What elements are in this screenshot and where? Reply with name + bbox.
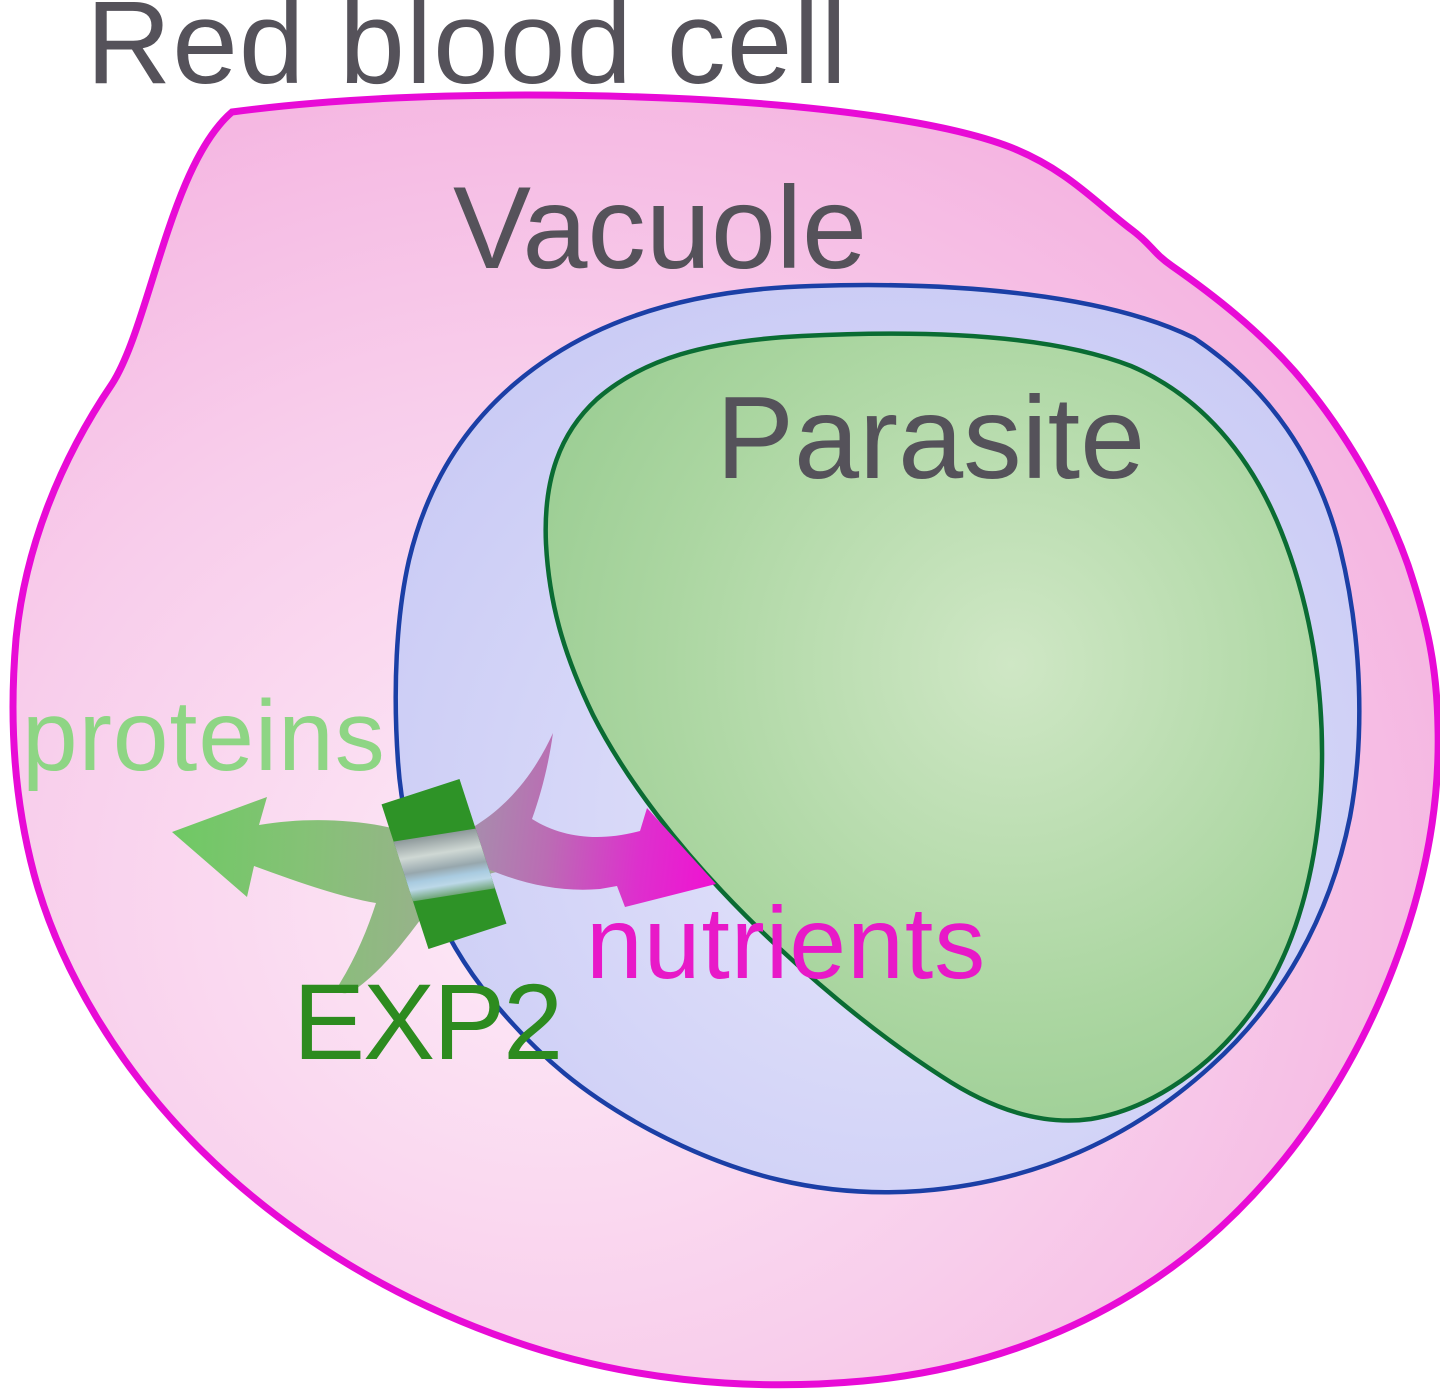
parasite-shape [543,331,1325,1123]
nutrient-import-arrow [455,733,716,907]
